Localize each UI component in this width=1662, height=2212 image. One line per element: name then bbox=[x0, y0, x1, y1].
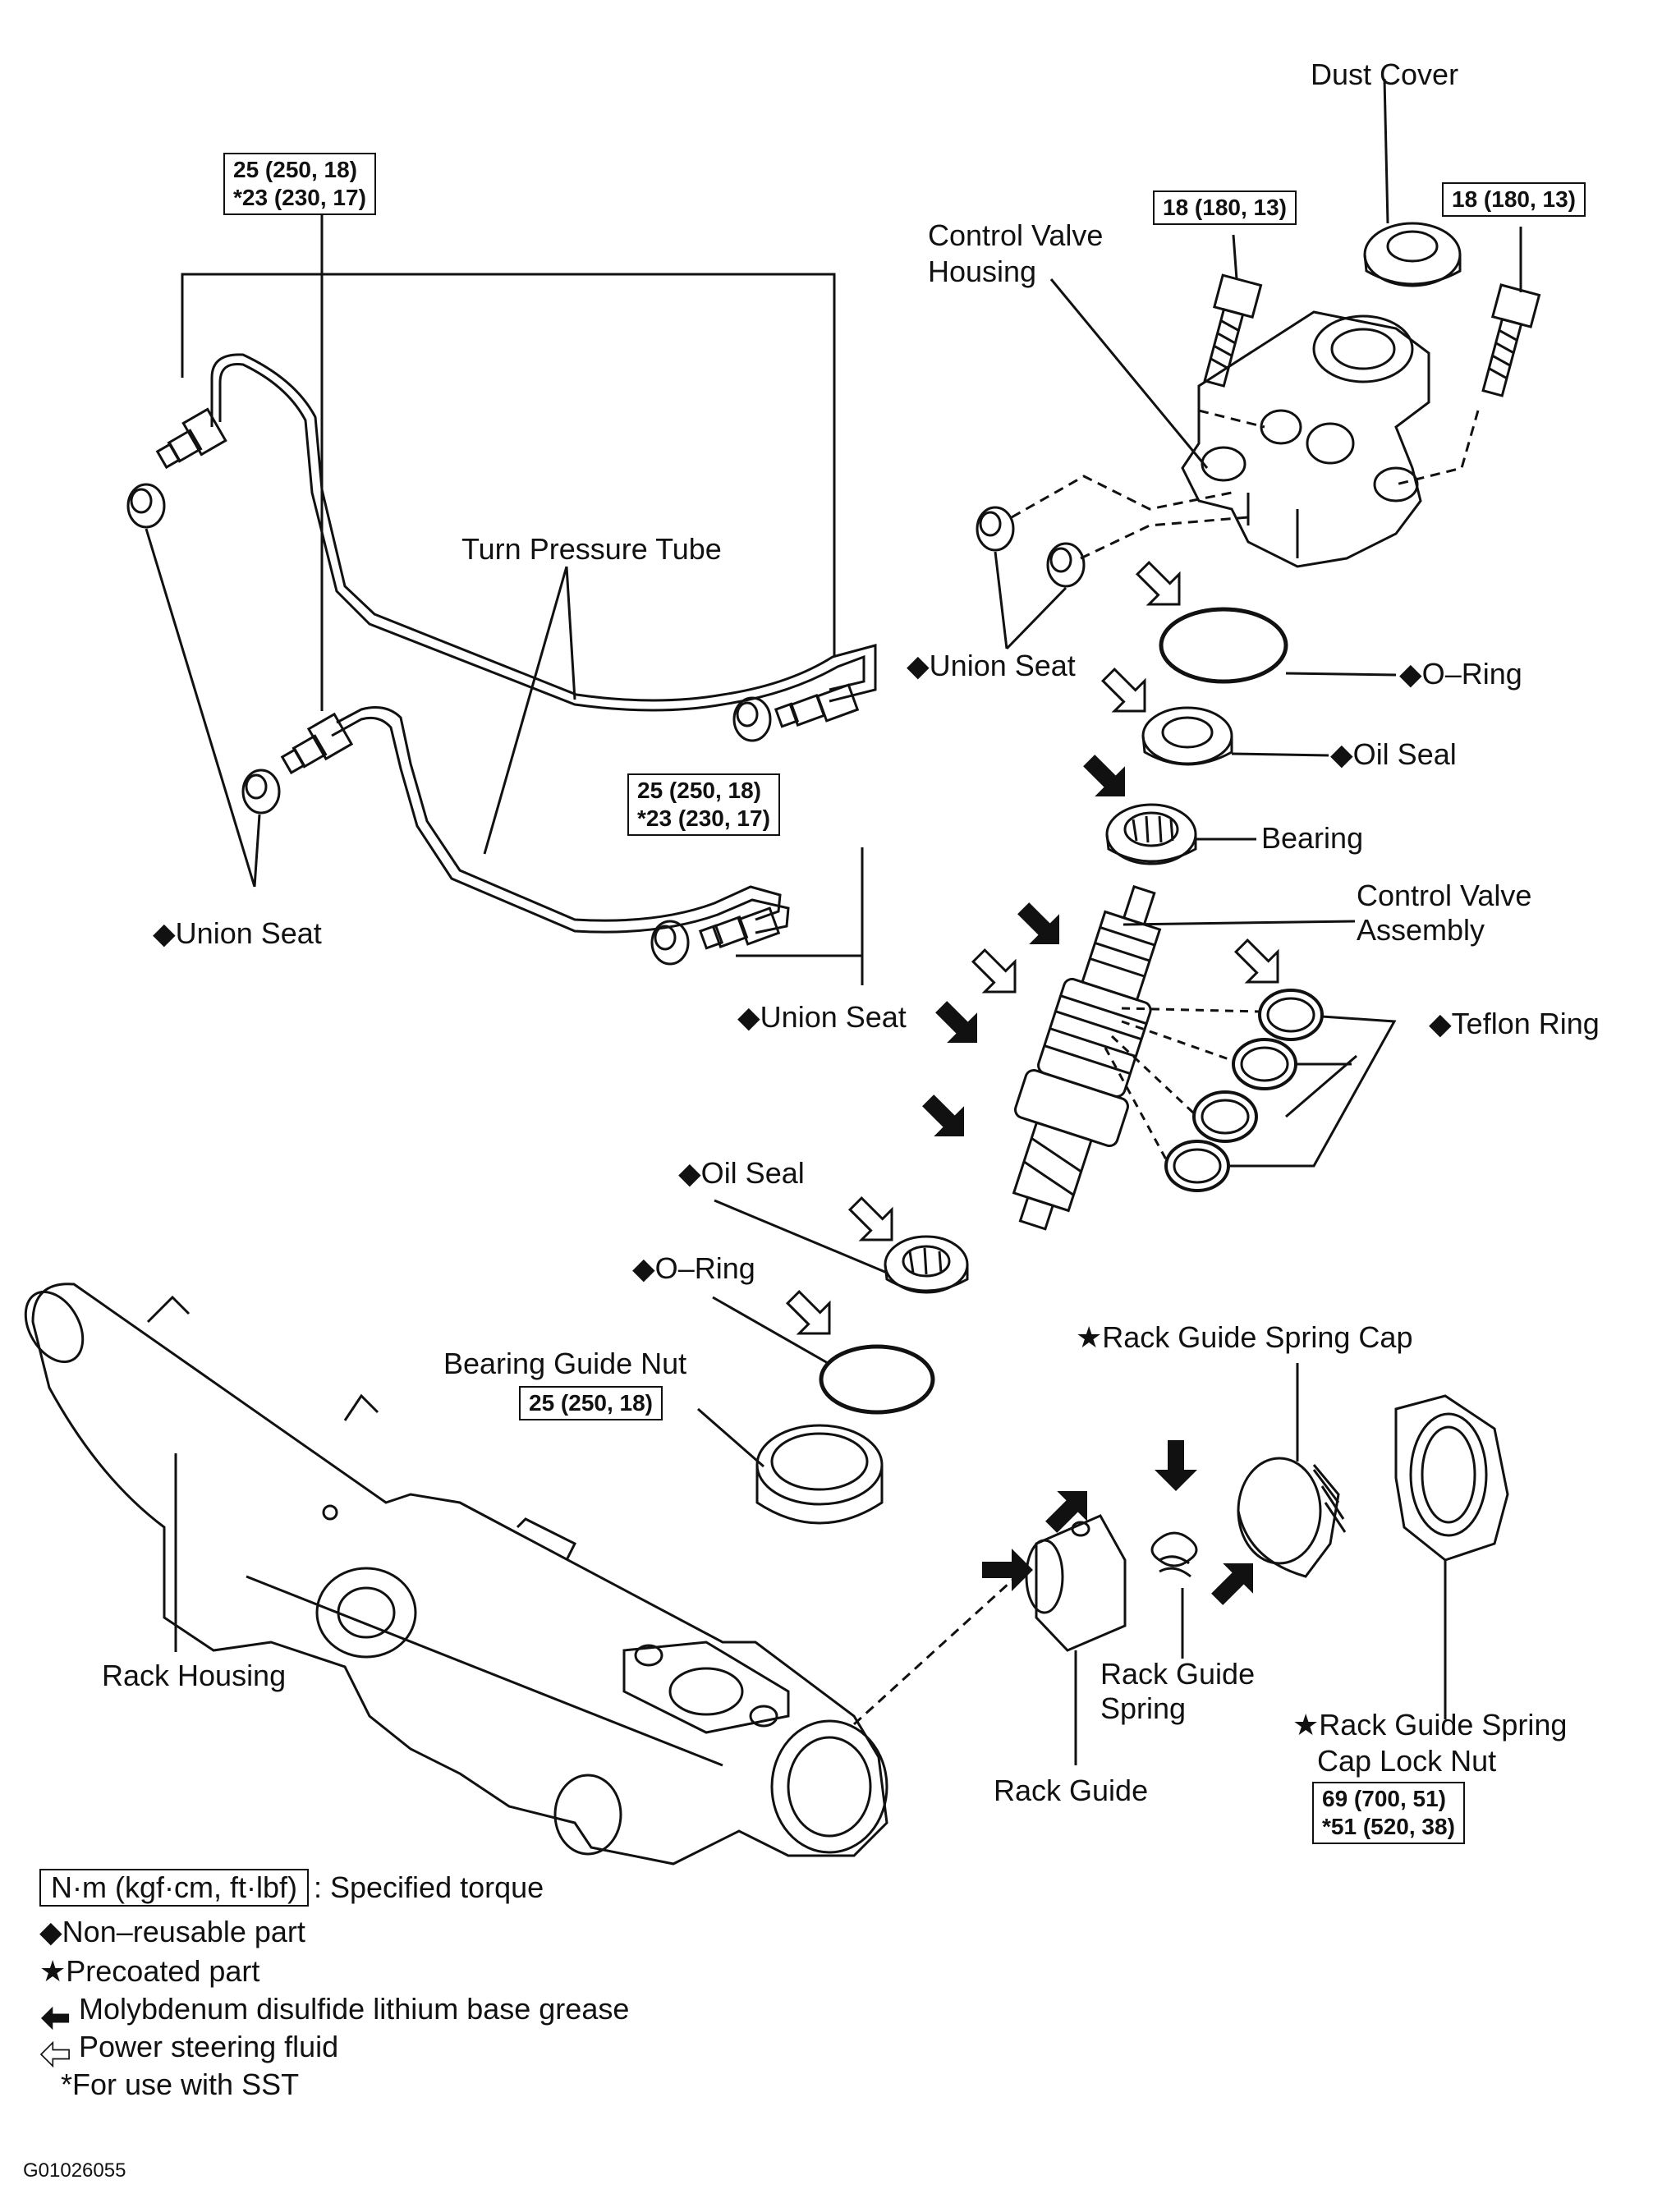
legend-moly-grease: Molybdenum disulfide lithium base grease bbox=[79, 1992, 630, 2026]
label-turn-pressure-tube: Turn Pressure Tube bbox=[461, 532, 722, 566]
oil-seal-lower-part bbox=[884, 1235, 969, 1294]
label-bearing: Bearing bbox=[1261, 821, 1364, 855]
turn-pressure-tube-lower bbox=[336, 706, 782, 922]
union-seat-part bbox=[1046, 542, 1086, 588]
rack-guide-part bbox=[1025, 1514, 1127, 1652]
legend-torque: N·m (kgf·cm, ft·lbf): Specified torque bbox=[39, 1869, 544, 1907]
union-seat-part bbox=[241, 769, 281, 815]
label-rack-housing: Rack Housing bbox=[102, 1659, 287, 1692]
legend-solid-arrow bbox=[41, 2006, 70, 2031]
ps-fluid-arrow bbox=[962, 939, 1031, 1008]
tube-fitting bbox=[737, 906, 781, 946]
union-seat-part bbox=[126, 483, 166, 529]
rack-guide-spring-part bbox=[1150, 1531, 1198, 1578]
dust-cover-part bbox=[1363, 222, 1462, 287]
bolt-left bbox=[1203, 273, 1263, 388]
ps-fluid-arrow bbox=[1127, 552, 1196, 621]
o-ring-lower-part bbox=[819, 1344, 935, 1415]
leader-line bbox=[736, 887, 864, 957]
tube-fitting bbox=[306, 712, 354, 761]
teflon-ring-part bbox=[1258, 989, 1324, 1041]
torque-box-tube-lower: 25 (250, 18) *23 (230, 17) bbox=[627, 773, 780, 836]
label-oil-seal-upper: ◆Oil Seal bbox=[1330, 737, 1457, 771]
label-control-valve-housing-2: Housing bbox=[928, 255, 1037, 288]
label-lock-nut-2: Cap Lock Nut bbox=[1317, 1744, 1497, 1778]
oil-seal-upper-part bbox=[1141, 706, 1233, 766]
legend-ps-fluid: Power steering fluid bbox=[79, 2030, 339, 2063]
torque-box-lock-nut: 69 (700, 51) *51 (520, 38) bbox=[1312, 1782, 1465, 1844]
ps-fluid-arrow bbox=[1092, 659, 1161, 727]
union-seat-part bbox=[976, 506, 1015, 552]
moly-grease-arrow bbox=[1073, 745, 1141, 812]
legend-torque-desc: : Specified torque bbox=[313, 1870, 544, 1904]
teflon-ring-part bbox=[1192, 1090, 1258, 1143]
label-control-valve-assembly-1: Control Valve bbox=[1357, 879, 1532, 912]
legend-open-arrow bbox=[40, 2041, 70, 2067]
union-seat-part bbox=[650, 920, 690, 966]
torque-box-tube-upper: 25 (250, 18) *23 (230, 17) bbox=[223, 153, 376, 215]
bearing-guide-nut-part bbox=[755, 1424, 884, 1525]
label-teflon-ring: ◆Teflon Ring bbox=[1429, 1007, 1600, 1040]
label-union-seat-left: ◆Union Seat bbox=[153, 916, 322, 950]
label-rack-guide-spring-cap: ★Rack Guide Spring Cap bbox=[1076, 1320, 1413, 1354]
bolt-right bbox=[1481, 283, 1541, 397]
union-seat-part bbox=[732, 696, 772, 742]
lock-nut-part bbox=[1394, 1394, 1509, 1562]
legend-precoated: ★Precoated part bbox=[39, 1954, 260, 1988]
torque-box-bolt-left: 18 (180, 13) bbox=[1153, 190, 1297, 225]
label-dust-cover: Dust Cover bbox=[1311, 57, 1459, 91]
rack-housing-part bbox=[24, 1283, 888, 1866]
label-control-valve-housing-1: Control Valve bbox=[928, 218, 1104, 252]
ps-fluid-arrow bbox=[777, 1281, 846, 1350]
rack-guide-spring-cap-part bbox=[1237, 1457, 1347, 1578]
label-union-seat-lower: ◆Union Seat bbox=[737, 1000, 907, 1034]
control-valve-housing bbox=[1181, 310, 1430, 568]
label-lock-nut-1: ★Rack Guide Spring bbox=[1292, 1708, 1568, 1742]
leader-line bbox=[181, 273, 836, 657]
ps-fluid-arrow bbox=[1225, 929, 1294, 998]
moly-grease-arrow bbox=[1035, 1475, 1103, 1543]
label-oil-seal-lower: ◆Oil Seal bbox=[678, 1156, 805, 1190]
control-valve-assembly-part bbox=[1012, 884, 1162, 1231]
label-union-seat-right: ◆Union Seat bbox=[907, 649, 1076, 682]
moly-grease-arrow bbox=[925, 991, 993, 1058]
teflon-ring-part bbox=[1232, 1038, 1297, 1090]
turn-pressure-tube-upper bbox=[218, 362, 865, 712]
figure-id: G01026055 bbox=[23, 2159, 126, 2182]
label-bearing-guide-nut: Bearing Guide Nut bbox=[443, 1347, 687, 1380]
bearing-part bbox=[1105, 803, 1197, 865]
teflon-ring-part bbox=[1164, 1140, 1230, 1192]
o-ring-upper-part bbox=[1159, 607, 1288, 684]
legend-sst: *For use with SST bbox=[61, 2067, 300, 2101]
moly-grease-arrow bbox=[1201, 1548, 1269, 1615]
moly-grease-arrow bbox=[1008, 893, 1075, 960]
label-o-ring-upper: ◆O–Ring bbox=[1399, 657, 1522, 691]
label-control-valve-assembly-2: Assembly bbox=[1357, 913, 1485, 947]
legend-torque-unit: N·m (kgf·cm, ft·lbf) bbox=[39, 1869, 309, 1907]
legend-non-reusable: ◆Non–reusable part bbox=[39, 1915, 305, 1948]
label-rack-guide-spring-1: Rack Guide bbox=[1100, 1657, 1256, 1691]
moly-grease-arrow bbox=[912, 1085, 980, 1152]
torque-box-bearing-guide-nut: 25 (250, 18) bbox=[519, 1386, 663, 1420]
label-rack-guide-spring-2: Spring bbox=[1100, 1691, 1187, 1725]
label-o-ring-lower: ◆O–Ring bbox=[632, 1251, 755, 1285]
torque-box-bolt-right: 18 (180, 13) bbox=[1442, 182, 1586, 217]
moly-grease-arrow bbox=[1155, 1440, 1197, 1491]
label-rack-guide: Rack Guide bbox=[994, 1774, 1149, 1807]
moly-grease-arrow bbox=[982, 1549, 1033, 1591]
tube-fitting bbox=[181, 407, 227, 457]
